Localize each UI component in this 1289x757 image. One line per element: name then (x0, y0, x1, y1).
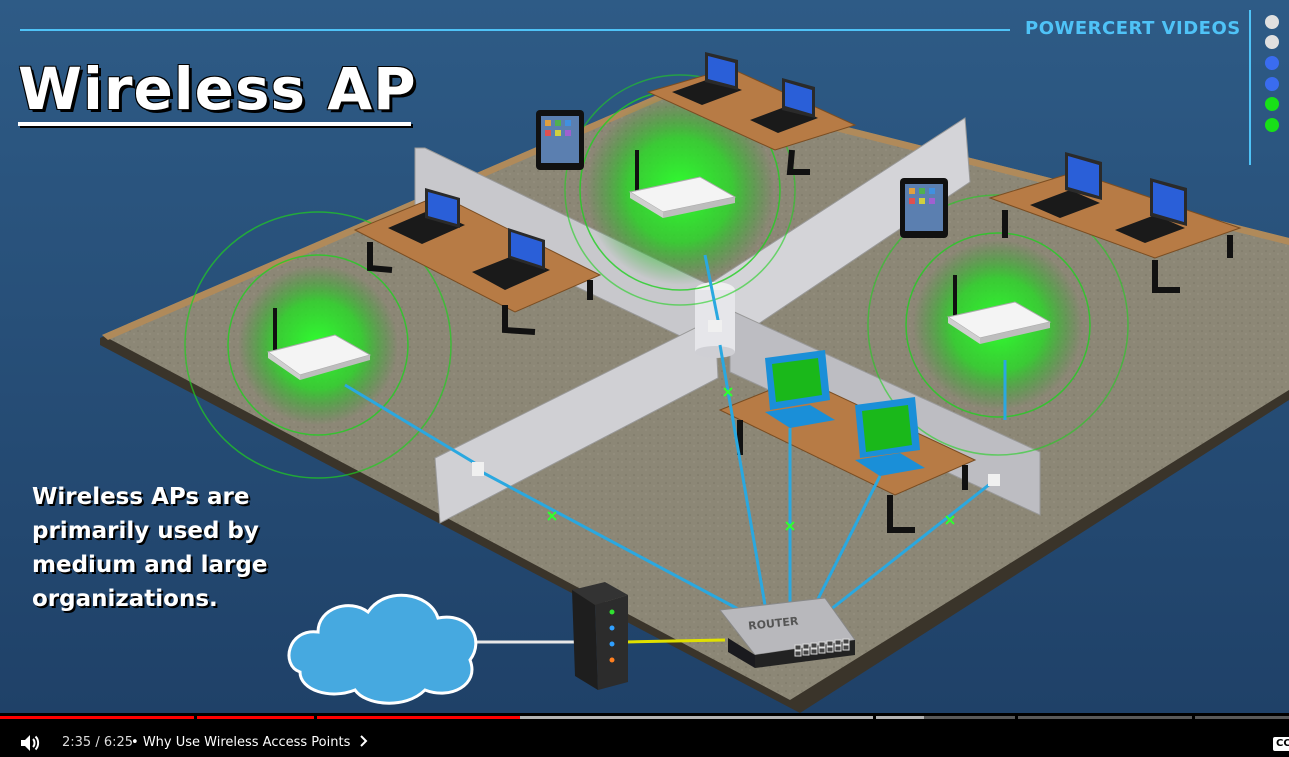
wireless-ap-icon (946, 275, 1052, 344)
video-caption: Wireless APs are primarily used by mediu… (32, 484, 268, 612)
time-display: 2:35 / 6:25 (62, 735, 134, 750)
chapter-segment (0, 716, 194, 719)
chapter-segment (1018, 716, 1192, 719)
chapter-segment (317, 716, 873, 719)
wireless-ap-icon (266, 308, 372, 380)
router-icon: ROUTER (719, 597, 856, 668)
chapter-segment (1195, 716, 1289, 719)
chapter-segment (197, 716, 314, 719)
network-diagram: ROUTER (0, 0, 1289, 713)
player-controls: 2:35 / 6:25 • Why Use Wireless Access Po… (0, 713, 1289, 757)
captions-button[interactable]: CC (1273, 737, 1289, 751)
partition-front-left (434, 317, 719, 524)
router-label: ROUTER (748, 615, 800, 633)
chevron-right-icon (359, 735, 367, 747)
laptop-icon (1030, 152, 1102, 218)
progress-bar[interactable] (0, 716, 1289, 719)
chapter-title: Why Use Wireless Access Points (142, 735, 351, 750)
video-slide-title: Wireless AP (18, 55, 417, 123)
laptop-icon (672, 52, 742, 105)
brand-logo-text: POWERCERT VIDEOS (1025, 18, 1241, 39)
chapter-segment (876, 716, 1015, 719)
modem-icon (572, 582, 628, 690)
wall-jack (988, 474, 1000, 486)
title-underline (18, 122, 411, 126)
desktop-monitor-icon (765, 350, 835, 428)
laptop-icon (388, 188, 465, 244)
desktop-monitor-icon (855, 397, 925, 476)
sidebar-dots (1265, 15, 1279, 132)
laptop-icon (1115, 178, 1187, 243)
volume-button[interactable] (18, 731, 46, 755)
tablet-icon (900, 178, 948, 238)
laptop-icon (472, 228, 550, 290)
cable-markers (547, 387, 955, 531)
network-cables (344, 254, 1007, 612)
router-uplink-cable (624, 638, 726, 644)
cloud-icon (287, 593, 478, 705)
wall-jack (708, 320, 722, 332)
tablet-icon (536, 110, 584, 170)
wireless-ap-icon (628, 150, 737, 218)
desk-right (988, 171, 1242, 293)
volume-icon (21, 735, 40, 751)
chapter-button[interactable]: • Why Use Wireless Access Points (131, 735, 369, 750)
chapter-separator: • (131, 735, 139, 750)
wall-jack (472, 462, 484, 476)
laptop-icon (750, 78, 818, 133)
